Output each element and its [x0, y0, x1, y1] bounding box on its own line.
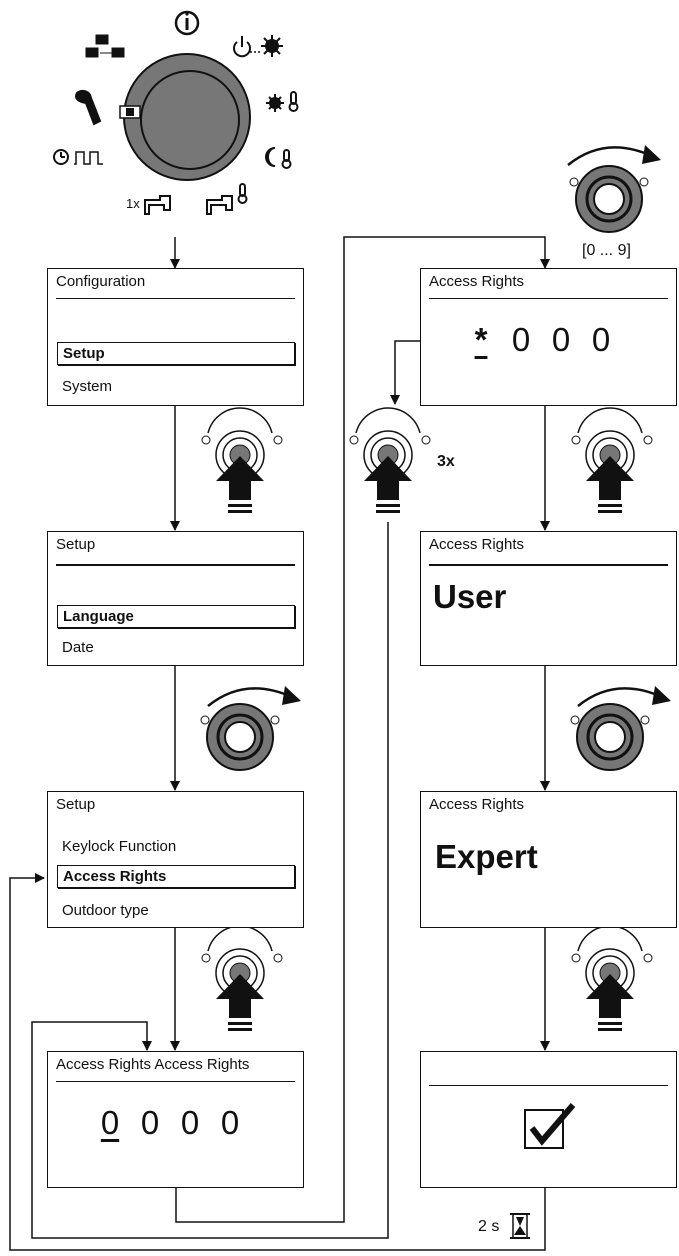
screen-setup-access-rights: Setup Keylock Function Access Rights Out…: [47, 791, 304, 928]
screen-configuration: Configuration Setup System: [47, 268, 304, 406]
menu-item-date[interactable]: Date: [62, 639, 94, 656]
rotate-knob-1: [567, 145, 661, 233]
code-digit: 0: [220, 1104, 240, 1141]
rotate-knob-2: [200, 686, 301, 771]
screen-confirm: [420, 1051, 677, 1188]
code-digit: 0: [591, 321, 611, 358]
connector-star-loop: [390, 340, 420, 405]
tap-once-icon: [144, 195, 171, 215]
screen-title: Setup: [56, 796, 96, 813]
connector-loop-back-code: [31, 522, 389, 1239]
screen-title: Configuration: [56, 273, 146, 290]
divider: [56, 1081, 295, 1082]
push-knob-2: [201, 925, 283, 1031]
dial-icons: [53, 10, 299, 215]
code-digit: 0: [140, 1104, 160, 1141]
push-knob-3: [571, 407, 653, 513]
code-digit: 0: [551, 321, 571, 358]
connector-back-to-access-rights: [9, 873, 546, 1251]
hourglass-icon: [510, 1213, 530, 1239]
power-sun-icon: [233, 35, 283, 58]
divider: [56, 564, 295, 566]
moon-thermometer-icon: [265, 147, 292, 169]
access-level-value: Expert: [435, 838, 538, 875]
label-1x: 1x: [126, 196, 140, 211]
screen-user: Access Rights User: [420, 531, 677, 666]
push-knob-1: [201, 407, 283, 513]
rotate-knob-3: [570, 686, 671, 771]
menu-item-setup[interactable]: Setup: [57, 342, 295, 365]
network-icon: [85, 34, 125, 58]
screen-title: Setup: [56, 536, 96, 553]
menu-item-access-rights[interactable]: Access Rights: [57, 865, 295, 888]
timer-program-icon: [53, 149, 103, 165]
code-digit: *: [474, 321, 488, 358]
wait-time-label: 2 s: [478, 1218, 500, 1235]
wrench-icon: [75, 89, 102, 126]
screen-title: Access Rights: [429, 536, 525, 553]
mode-selector-dial: [119, 53, 251, 181]
divider: [429, 298, 668, 299]
screen-title: Access Rights: [429, 273, 525, 290]
code-digit: 0: [100, 1104, 120, 1141]
code-digit: 0: [180, 1104, 200, 1141]
checkmark-icon: [524, 1103, 576, 1149]
code-digit: 0: [511, 321, 531, 358]
range-label: [0 ... 9]: [582, 242, 631, 259]
connector-code-star: [175, 236, 550, 1223]
menu-item-outdoor-type[interactable]: Outdoor type: [62, 902, 149, 919]
screen-title: Access Rights Access Rights: [56, 1056, 250, 1073]
screen-title: Access Rights: [429, 796, 525, 813]
menu-item-keylock-function[interactable]: Keylock Function: [62, 838, 177, 855]
divider: [56, 298, 295, 299]
menu-item-system[interactable]: System: [62, 378, 113, 395]
push-knob-4: [571, 925, 653, 1031]
sun-thermometer-icon: [266, 91, 299, 112]
info-icon: [174, 10, 200, 36]
screen-expert: Access Rights Expert: [420, 791, 677, 928]
menu-item-language[interactable]: Language: [57, 605, 295, 628]
divider: [429, 564, 668, 566]
tap-thermometer-icon: [206, 183, 248, 215]
push-knob-3x: [349, 407, 431, 513]
access-level-value: User: [433, 578, 507, 615]
press-count-label: 3x: [437, 453, 455, 470]
divider: [429, 1085, 668, 1086]
screen-setup-language: Setup Language Date: [47, 531, 304, 666]
